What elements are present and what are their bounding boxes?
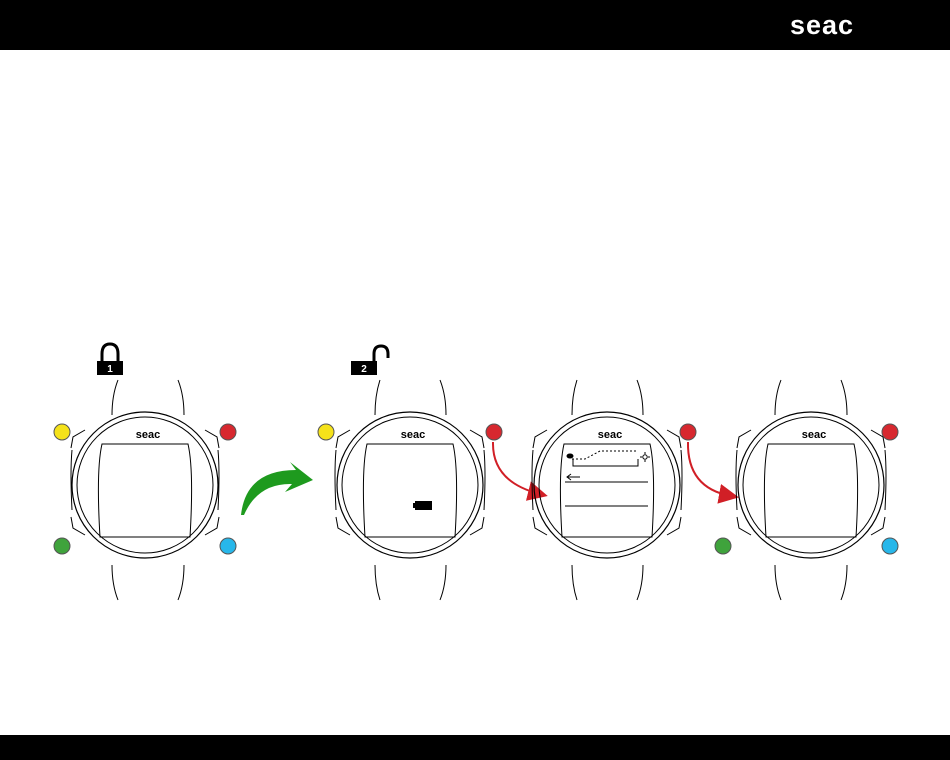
red-button[interactable] [486,424,502,440]
bottom-bar [0,735,950,760]
dive-profile-icon [567,451,650,480]
blue-button[interactable] [882,538,898,554]
bezel-brand-label: seac [598,429,622,441]
yellow-button[interactable] [54,424,70,440]
watch-1: seac [71,380,219,600]
green-arrow-icon [241,462,313,515]
lock-step-label: 1 [107,364,113,375]
lock-open-icon: 2 [351,346,388,375]
lock-step-label: 2 [361,364,367,375]
watch-2: seac [335,380,485,600]
red-button[interactable] [680,424,696,440]
red-button[interactable] [220,424,236,440]
red-button[interactable] [882,424,898,440]
battery-icon [413,501,432,510]
green-button[interactable] [715,538,731,554]
red-arrow-icon [688,442,731,496]
red-arrow-icon [493,442,540,494]
watch-3: seac [532,380,682,600]
bezel-brand-label: seac [401,429,425,441]
green-button[interactable] [54,538,70,554]
blue-button[interactable] [220,538,236,554]
bezel-brand-label: seac [802,429,826,441]
watch-4: seac [736,380,886,600]
yellow-button[interactable] [318,424,334,440]
bezel-brand-label: seac [136,429,160,441]
lock-closed-icon: 1 [97,344,123,375]
